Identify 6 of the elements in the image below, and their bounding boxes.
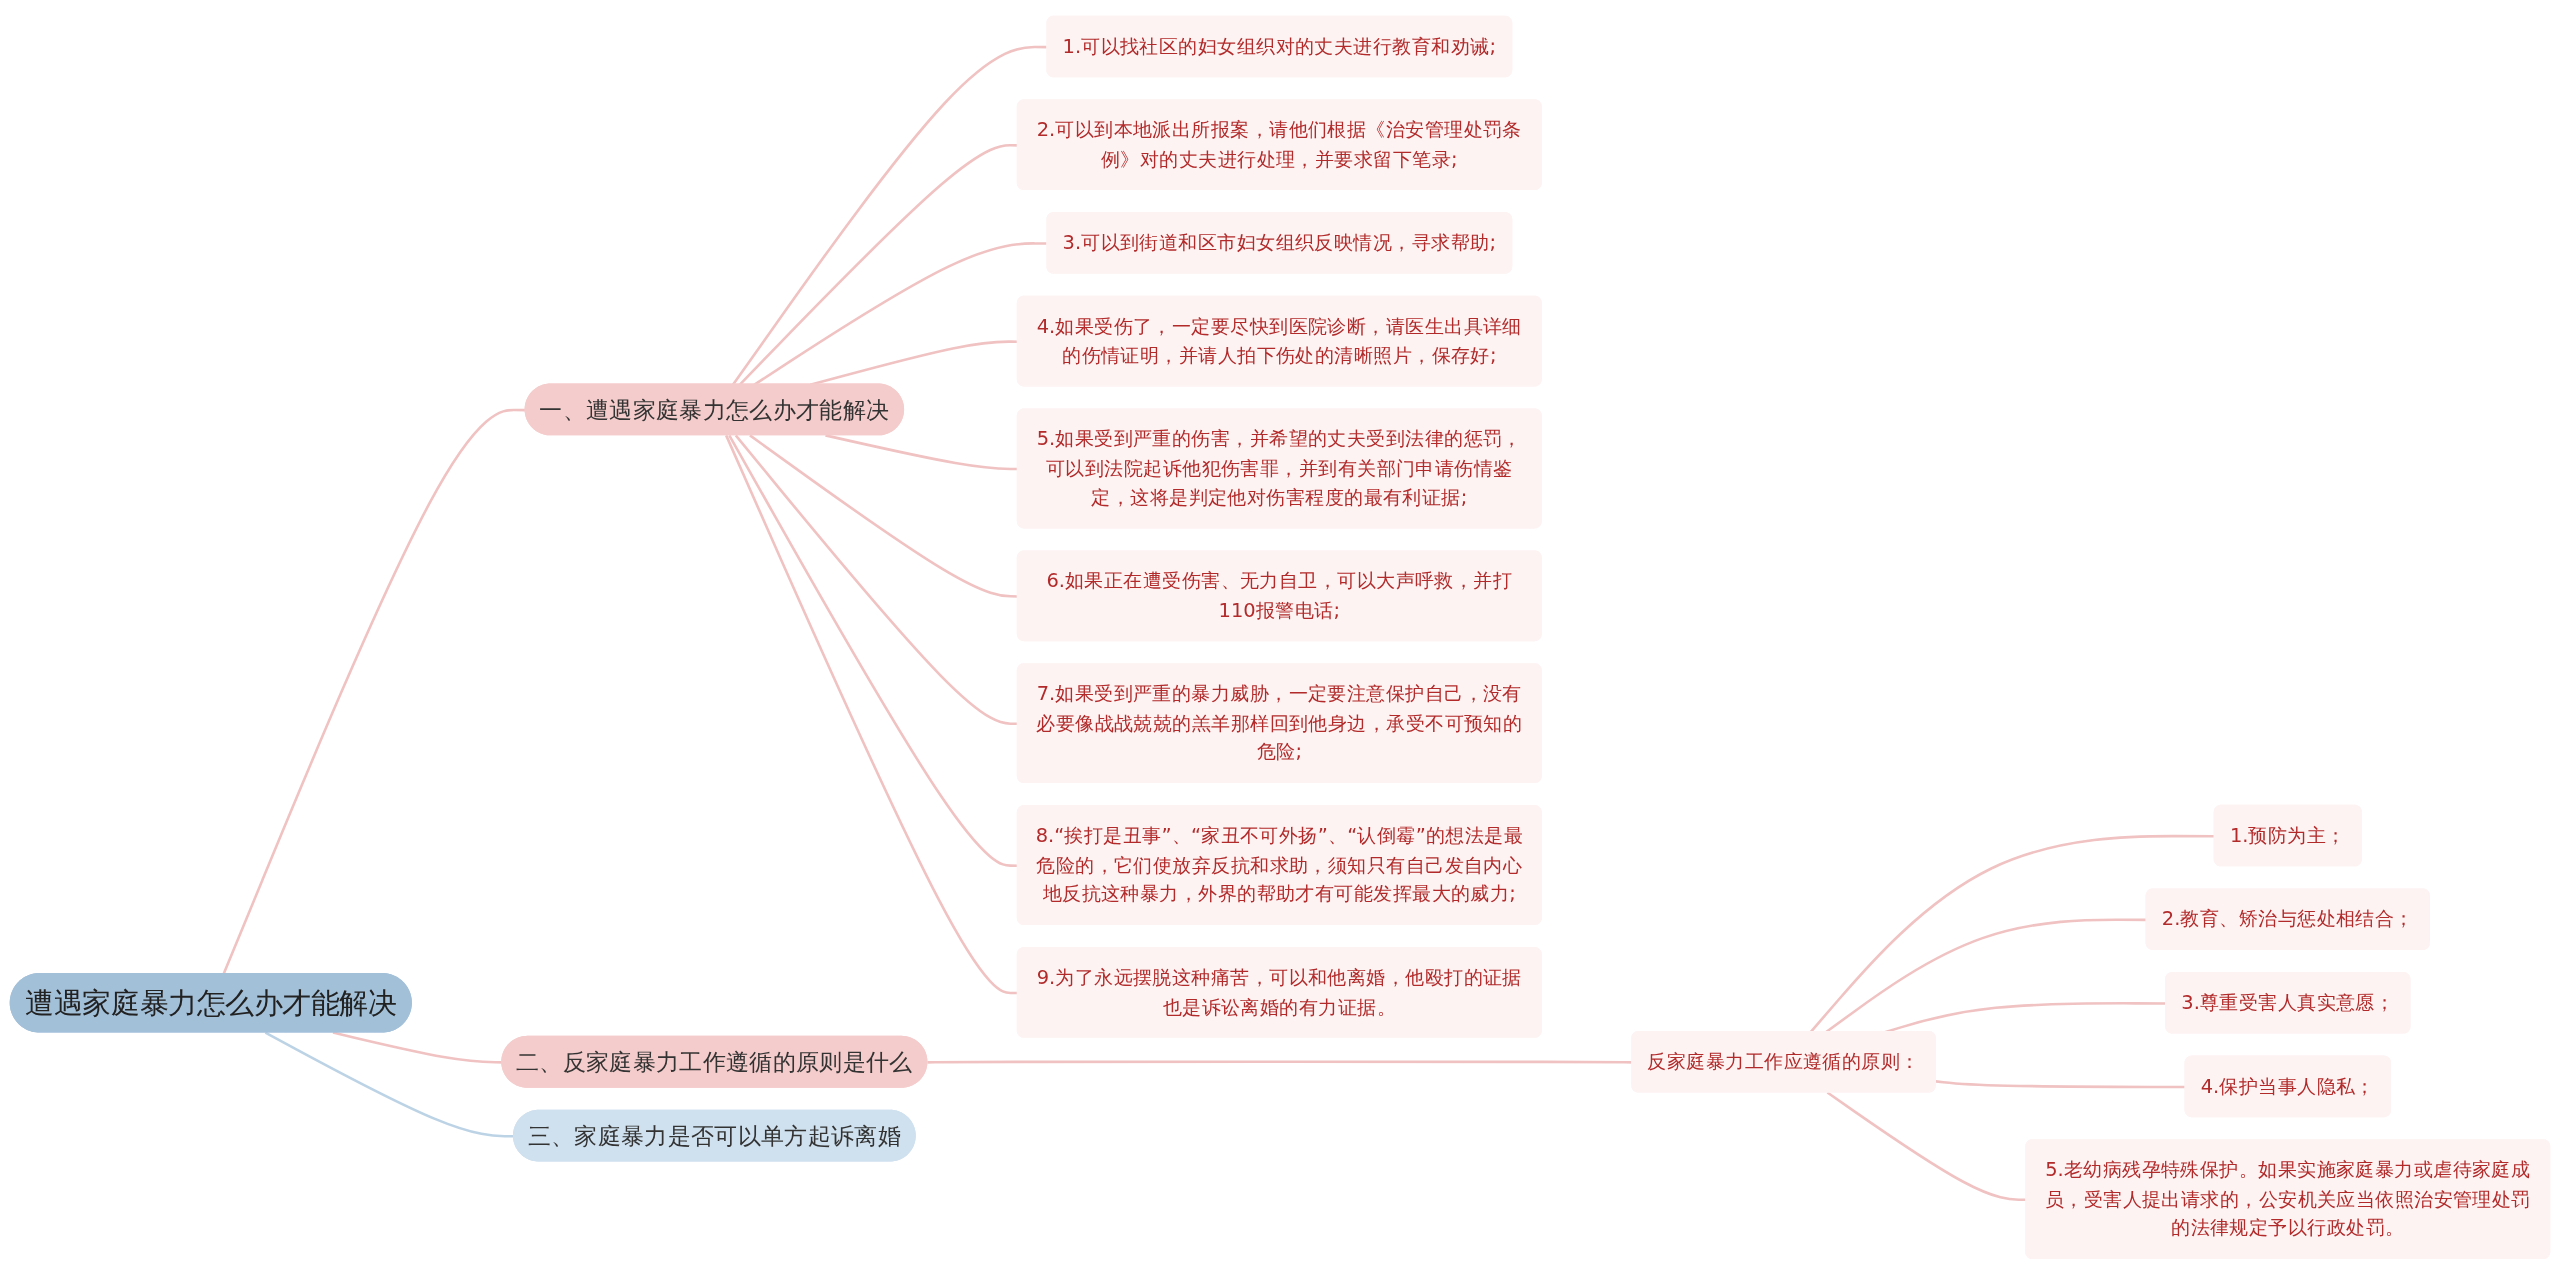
connector — [1809, 834, 2215, 1033]
connector — [1825, 918, 2147, 1033]
connector — [222, 408, 526, 975]
connector — [1935, 1079, 2186, 1088]
connector — [264, 1031, 515, 1138]
connector — [332, 1030, 503, 1064]
